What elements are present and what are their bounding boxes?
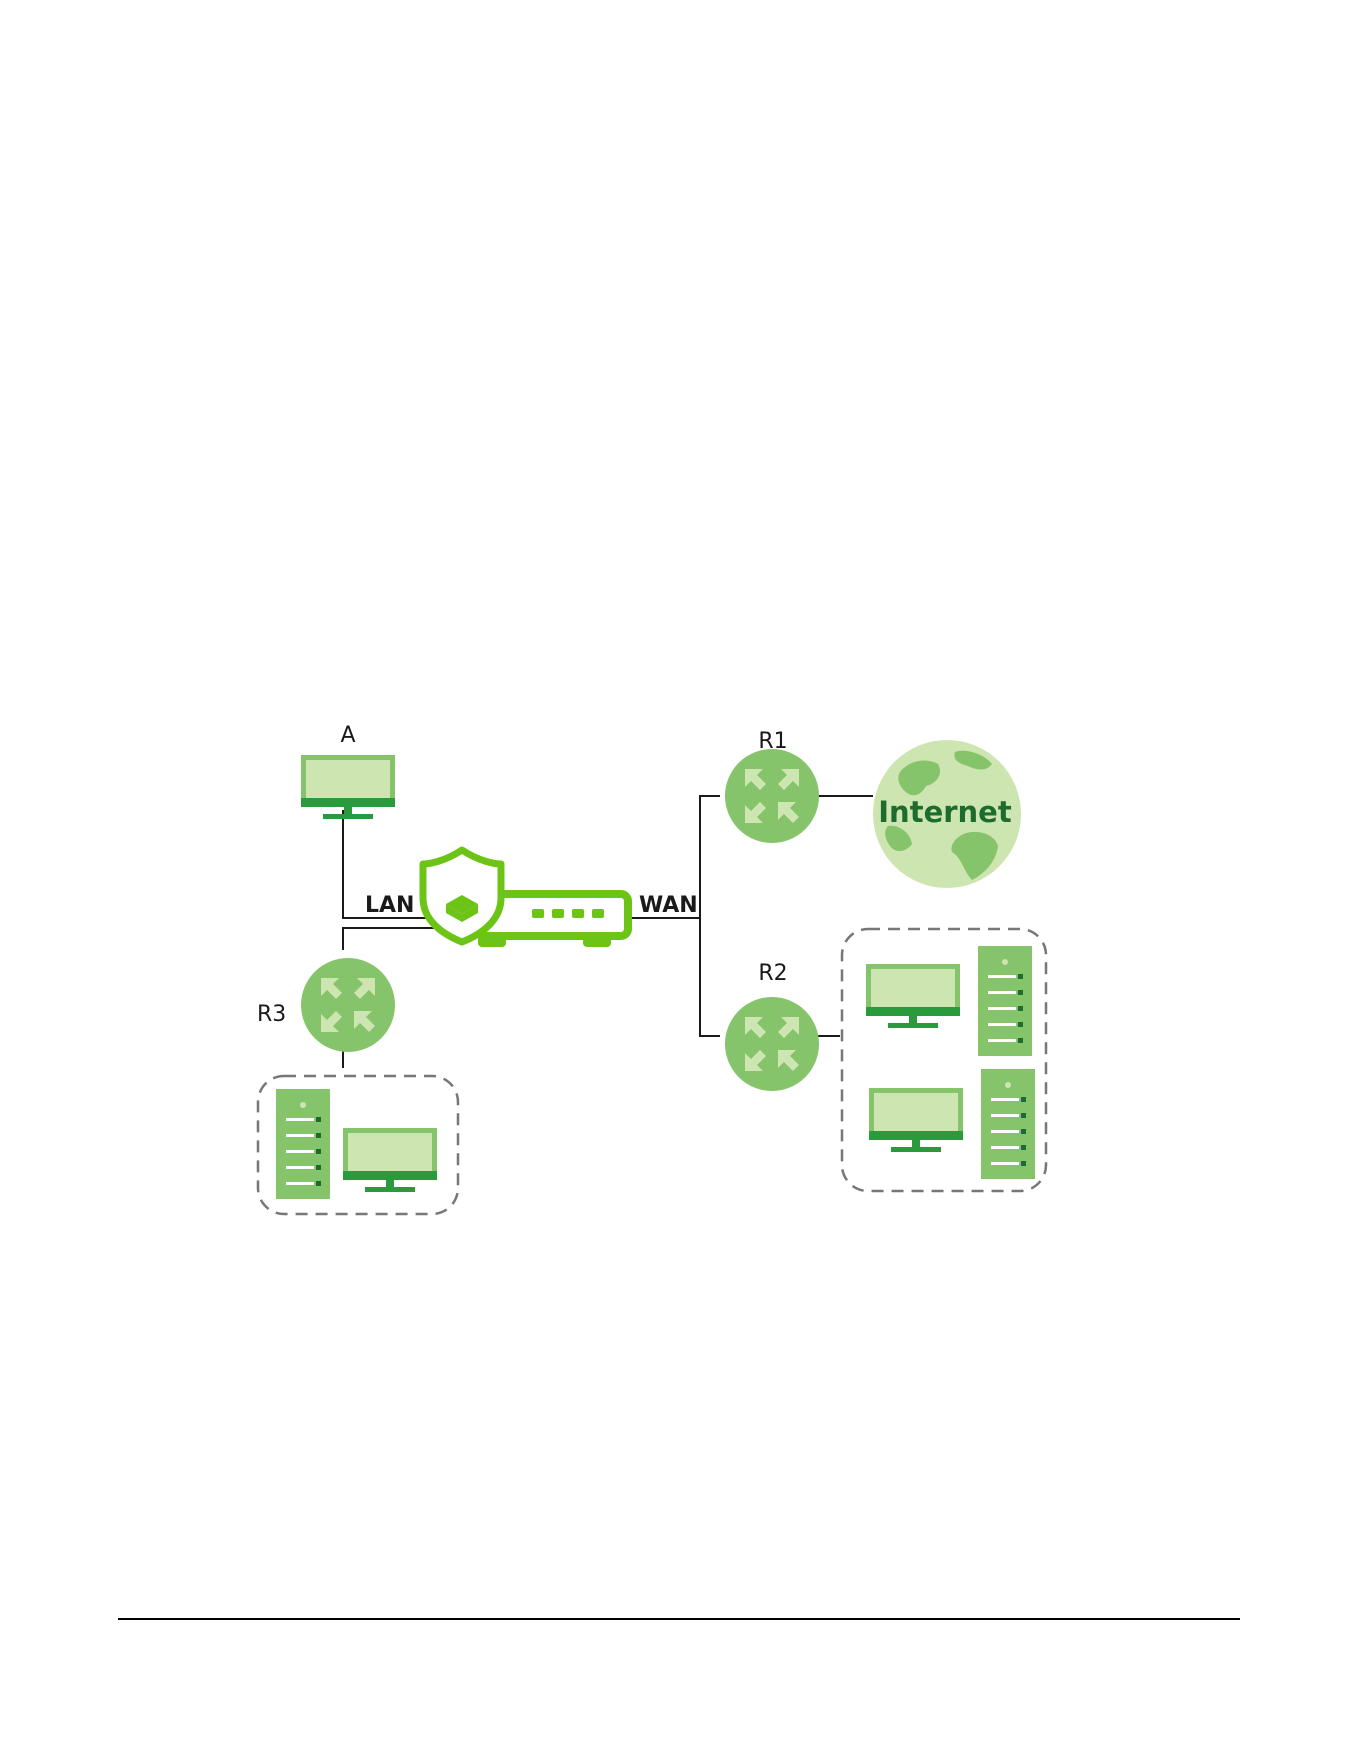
internet-label: Internet	[878, 795, 1012, 829]
link-wan-to-r1	[700, 796, 720, 918]
link-r3-to-firewall	[343, 928, 446, 950]
router-r2-label: R2	[758, 961, 787, 986]
monitor-icon	[343, 1128, 437, 1192]
server-icon	[276, 1089, 330, 1199]
server-icon	[978, 946, 1032, 1056]
firewall-device	[423, 850, 628, 947]
link-wan-to-r2	[700, 918, 720, 1036]
host-a-label: A	[340, 723, 355, 748]
router-icon	[725, 749, 819, 843]
internet-globe: Internet	[873, 740, 1021, 888]
monitor-icon	[866, 964, 960, 1028]
router-r3: R3	[257, 958, 395, 1052]
footer-divider	[118, 1618, 1240, 1620]
router-r1: R1	[725, 729, 819, 843]
monitor-icon	[301, 755, 395, 819]
router-r2: R2	[725, 961, 819, 1091]
r3-device-cluster	[258, 1076, 458, 1214]
router-r3-label: R3	[257, 1002, 286, 1027]
r2-device-cluster	[842, 929, 1046, 1191]
shield-icon	[423, 850, 501, 942]
router-icon	[301, 958, 395, 1052]
monitor-icon	[869, 1088, 963, 1152]
host-a: A	[301, 723, 395, 819]
server-icon	[981, 1069, 1035, 1179]
router-icon	[725, 997, 819, 1091]
lan-label: LAN	[365, 893, 414, 918]
wan-label: WAN	[639, 893, 698, 918]
